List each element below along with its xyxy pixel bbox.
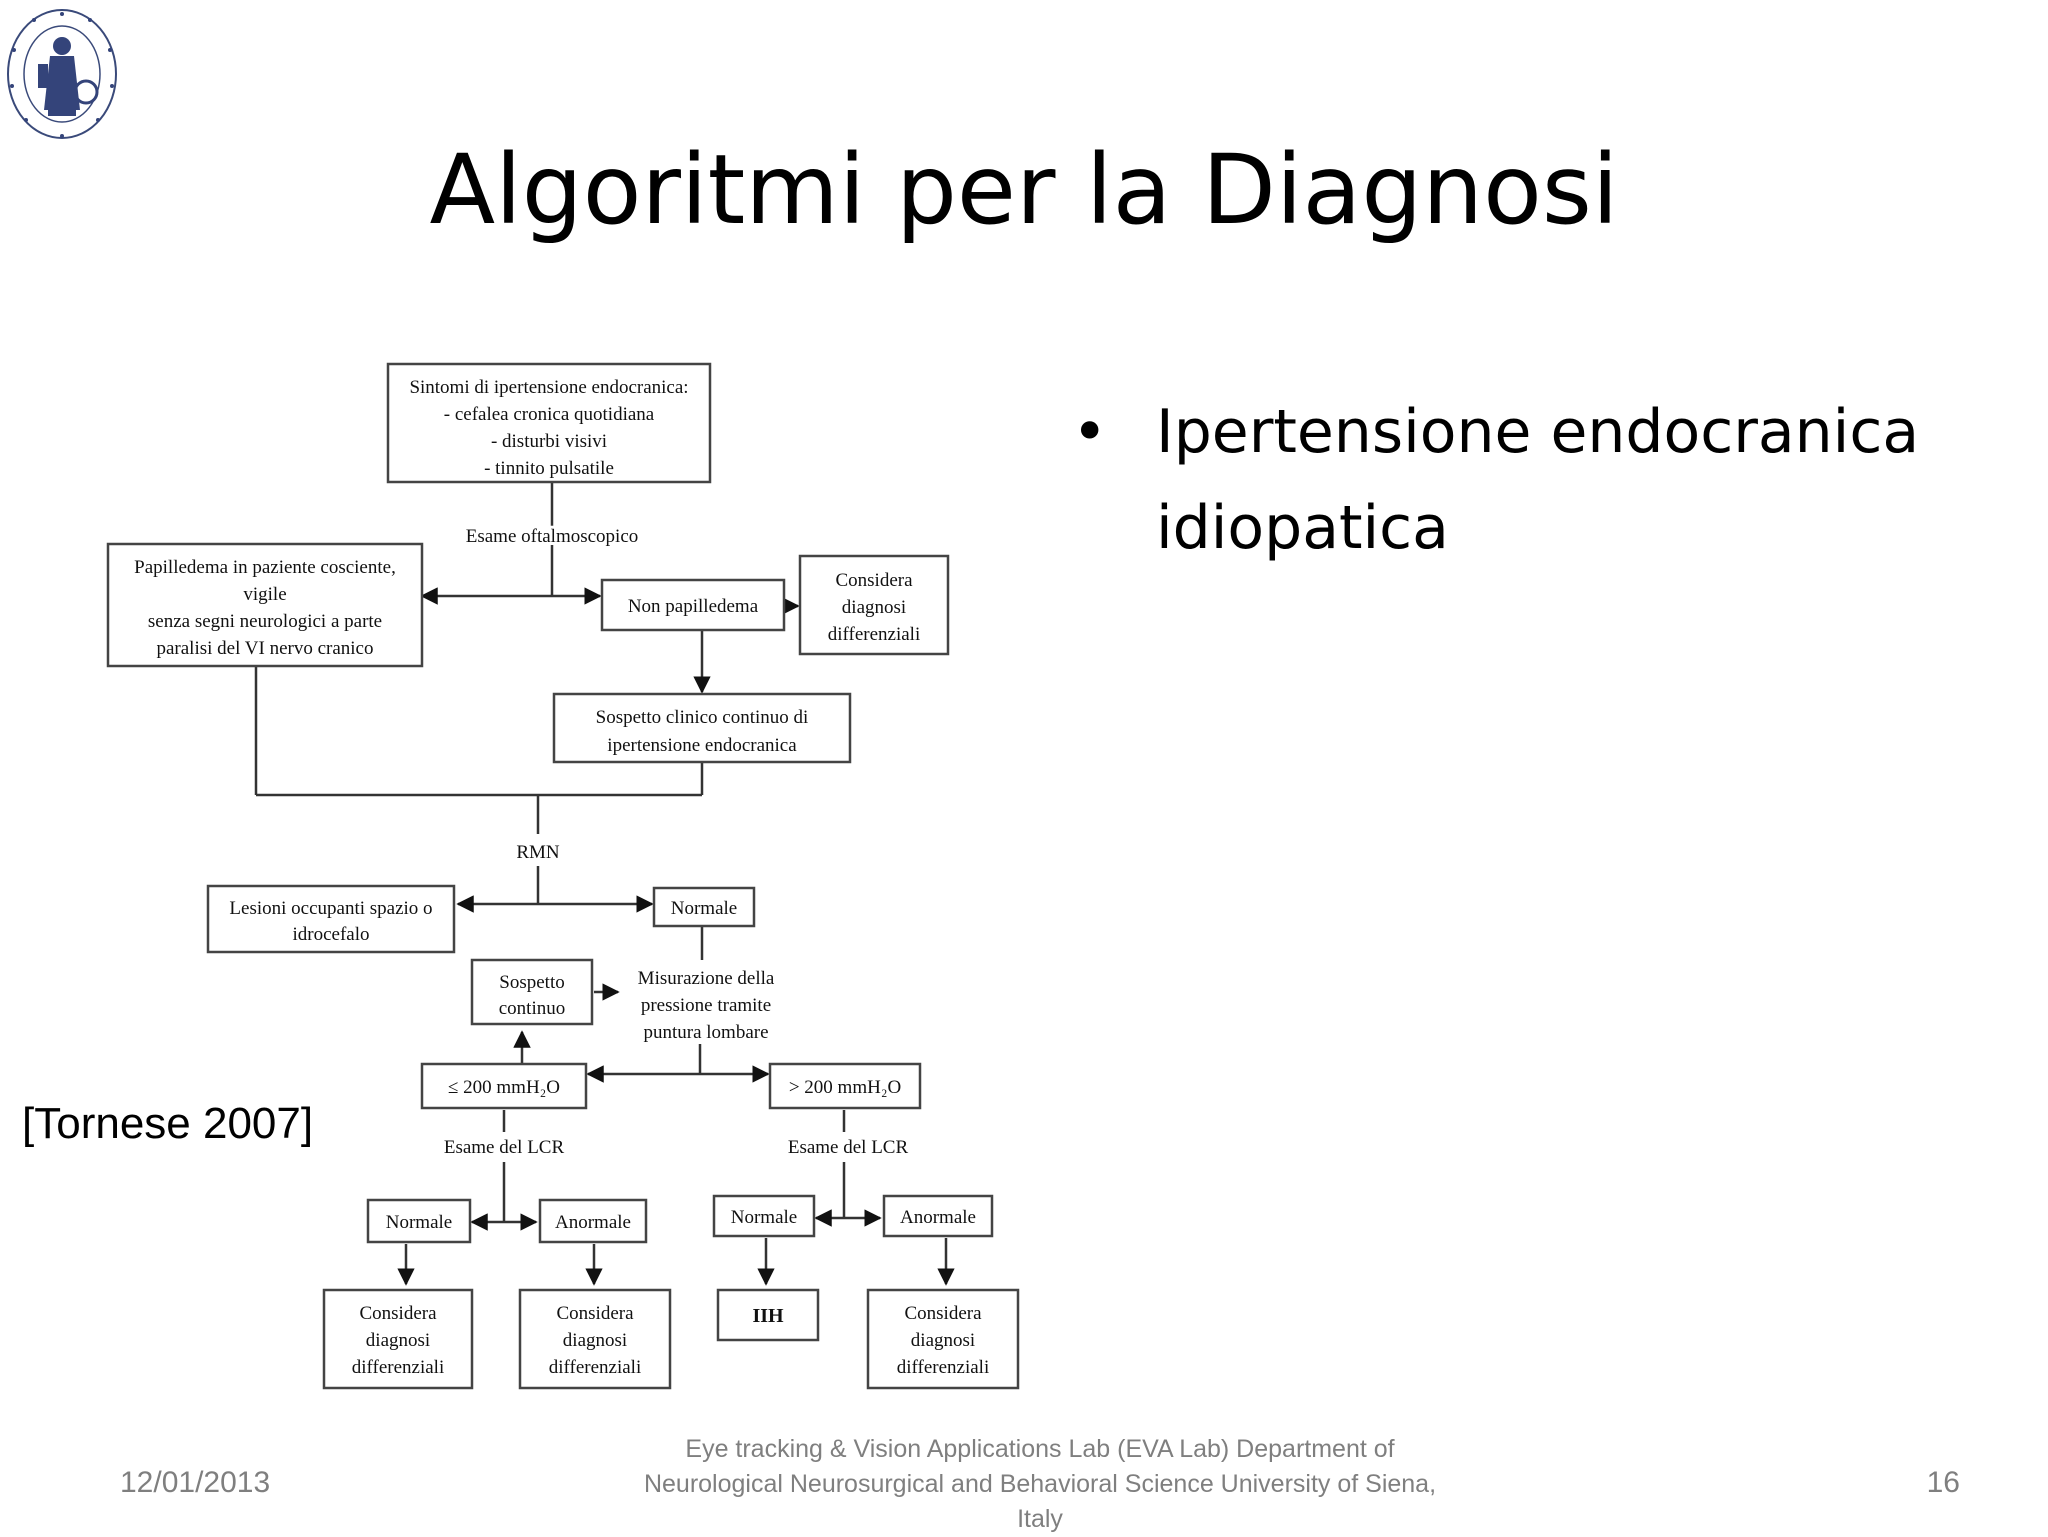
box-normale: [652, 886, 756, 928]
footer-date: 12/01/2013: [120, 1466, 271, 1499]
label-line: Lesioni occupanti spazio o: [229, 898, 432, 919]
label-line: diagnosi: [563, 1330, 627, 1351]
label-le200: ≤ 200 mmH₂O: [448, 1077, 560, 1098]
label-line: ipertensione endocranica: [607, 735, 797, 756]
box-non-papilledema: [600, 578, 786, 632]
label-line: Sospetto clinico continuo di: [596, 707, 809, 728]
label-normale: Normale: [671, 898, 737, 919]
label-line: pressione tramite: [641, 995, 771, 1016]
box-normale-ll: [366, 1198, 472, 1244]
label-line: Considera: [359, 1303, 437, 1324]
label-misurazione: Misurazione della pressione tramite puntur…: [638, 968, 775, 1043]
label-line: Considera: [904, 1303, 982, 1324]
label-line: - cefalea cronica quotidiana: [444, 404, 655, 425]
label-line: Considera: [556, 1303, 634, 1324]
footer-affiliation: Eye tracking & Vision Applications Lab (…: [643, 1435, 1437, 1533]
box-le200: [420, 1062, 588, 1110]
label-line: differenziali: [828, 624, 921, 645]
label-esame-oftalmoscopico: Esame oftalmoscopico: [466, 526, 639, 547]
label-sintomi: Sintomi di ipertensione endocranica: - ce…: [409, 377, 688, 479]
label-line: Sintomi di ipertensione endocranica:: [409, 377, 688, 398]
box-sospetto-continuo: [470, 958, 594, 1026]
university-seal-logo: [7, 9, 117, 139]
label-papilledema: Papilledema in paziente cosciente, vigile…: [134, 557, 396, 659]
label-considera-top: Considera diagnosi differenziali: [828, 570, 921, 645]
label-sospetto-continuo: Sospetto continuo: [499, 972, 566, 1019]
bullet-dot-icon: •: [1072, 397, 1108, 467]
label-line: - disturbi visivi: [491, 431, 607, 452]
label-anormale-lr: Anormale: [555, 1212, 631, 1233]
flowchart-boxes: [106, 362, 1020, 1390]
label-non-papilledema: Non papilledema: [628, 596, 759, 617]
label-line: diagnosi: [911, 1330, 975, 1351]
label-line: paralisi del VI nervo cranico: [156, 638, 373, 659]
box-gt200: [768, 1062, 922, 1110]
label-rmn: RMN: [516, 842, 560, 863]
footer-page-number: 16: [1926, 1466, 1960, 1499]
label-line: differenziali: [549, 1357, 642, 1378]
citation: [Tornese 2007]: [22, 1099, 314, 1148]
bullet-text: Ipertensione endocranica idiopatica: [1156, 397, 1920, 563]
box-considera-top: [798, 554, 950, 656]
label-line: - tinnito pulsatile: [484, 458, 614, 479]
label-line: diagnosi: [842, 597, 906, 618]
box-anormale-rr: [882, 1194, 994, 1238]
box-considera-2: [518, 1288, 672, 1390]
label-anormale-rr: Anormale: [900, 1207, 976, 1228]
label-line: Sospetto: [499, 972, 564, 993]
box-lesioni: [206, 884, 456, 954]
label-esame-lcr-right: Esame del LCR: [788, 1137, 909, 1158]
label-line: continuo: [499, 998, 566, 1019]
label-line: vigile: [243, 584, 286, 605]
slide-title: Algoritmi per la Diagnosi: [429, 134, 1619, 246]
label-esame-lcr-left: Esame del LCR: [444, 1137, 565, 1158]
box-sintomi: [386, 362, 712, 484]
label-line: differenziali: [352, 1357, 445, 1378]
label-line: differenziali: [897, 1357, 990, 1378]
label-line: Papilledema in paziente cosciente,: [134, 557, 396, 578]
box-iih: [716, 1288, 820, 1342]
label-line: Misurazione della: [638, 968, 775, 989]
label-normale-rl: Normale: [731, 1207, 797, 1228]
label-gt200: > 200 mmH₂O: [789, 1077, 901, 1098]
label-sospetto-clinico: Sospetto clinico continuo di ipertensione…: [596, 707, 809, 756]
box-considera-1: [322, 1288, 474, 1390]
label-line: senza segni neurologici a parte: [148, 611, 382, 632]
label-iih: IIH: [752, 1305, 784, 1327]
label-considera-3: Considera diagnosi differenziali: [897, 1303, 990, 1378]
label-considera-2: Considera diagnosi differenziali: [549, 1303, 642, 1378]
label-normale-ll: Normale: [386, 1212, 452, 1233]
box-considera-3: [866, 1288, 1020, 1390]
label-line: idrocefalo: [292, 924, 369, 945]
flowchart-labels: Sintomi di ipertensione endocranica: - ce…: [134, 377, 989, 1378]
box-anormale-lr: [538, 1198, 648, 1244]
flowchart-connectors: [254, 482, 955, 1286]
label-considera-1: Considera diagnosi differenziali: [352, 1303, 445, 1378]
box-papilledema: [106, 542, 424, 668]
label-line: diagnosi: [366, 1330, 430, 1351]
label-line: puntura lombare: [643, 1022, 768, 1043]
label-line: Considera: [835, 570, 913, 591]
box-sospetto-clinico: [552, 692, 852, 764]
box-normale-rl: [712, 1194, 816, 1238]
label-lesioni: Lesioni occupanti spazio o idrocefalo: [229, 898, 432, 945]
